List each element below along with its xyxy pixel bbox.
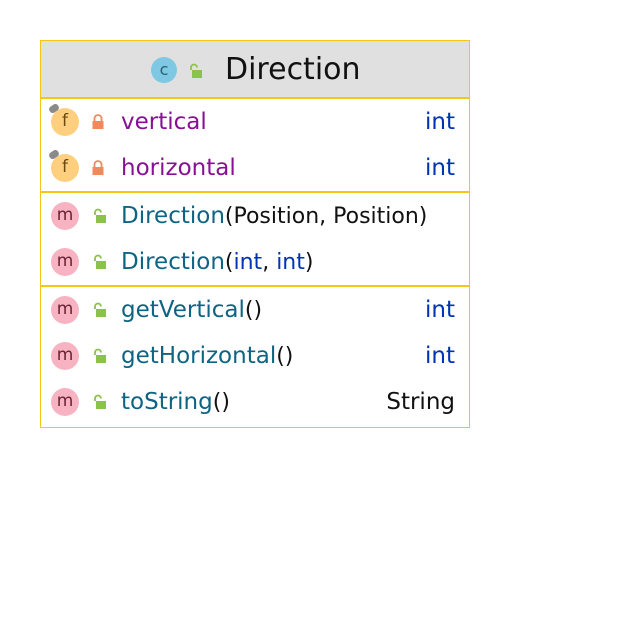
class-kind-icon: c bbox=[151, 57, 177, 83]
pin-icon bbox=[47, 102, 61, 115]
method-return-type: int bbox=[425, 343, 455, 369]
constructors-section: m Direction(Position, Position) m Direc bbox=[41, 193, 469, 287]
method-row[interactable]: m getHorizontal() int bbox=[41, 333, 469, 379]
constructor-name: Direction bbox=[121, 249, 225, 275]
method-icon: m bbox=[51, 248, 79, 276]
method-icon: m bbox=[51, 296, 79, 324]
uml-class-box: c Direction f vertical int bbox=[40, 40, 470, 428]
method-name: getHorizontal bbox=[121, 343, 277, 369]
method-params: () bbox=[276, 344, 294, 369]
public-lock-icon bbox=[91, 254, 107, 274]
public-lock-icon bbox=[187, 63, 203, 83]
class-name: Direction bbox=[225, 52, 361, 87]
method-row[interactable]: m getVertical() int bbox=[41, 287, 469, 333]
constructor-row[interactable]: m Direction(Position, Position) bbox=[41, 193, 469, 239]
field-badge-letter: f bbox=[62, 111, 68, 131]
method-signature: getHorizontal() bbox=[121, 340, 293, 373]
fields-section: f vertical int f horizonta bbox=[41, 99, 469, 193]
public-lock-icon bbox=[91, 348, 107, 368]
method-signature: toString() bbox=[121, 386, 230, 419]
field-name: vertical bbox=[121, 109, 207, 135]
constructor-name: Direction bbox=[121, 203, 225, 229]
constructor-params: (int, int) bbox=[225, 250, 314, 275]
methods-section: m getVertical() int m getHorizont bbox=[41, 287, 469, 427]
public-lock-icon bbox=[91, 208, 107, 228]
class-header[interactable]: c Direction bbox=[41, 41, 469, 99]
method-params: () bbox=[244, 298, 263, 323]
pin-icon bbox=[47, 148, 61, 161]
method-icon: m bbox=[51, 388, 79, 416]
field-type: int bbox=[425, 109, 455, 135]
public-lock-icon bbox=[91, 302, 107, 322]
method-name: getVertical bbox=[121, 297, 245, 323]
method-params: () bbox=[212, 390, 230, 415]
param-type: int bbox=[233, 250, 263, 275]
public-lock-icon bbox=[91, 394, 107, 414]
constructor-signature: Direction(Position, Position) bbox=[121, 200, 427, 233]
method-icon: m bbox=[51, 202, 79, 230]
params-separator: , bbox=[262, 250, 277, 275]
param-type: int bbox=[276, 250, 305, 275]
field-badge-letter: f bbox=[62, 157, 68, 177]
method-return-type: String bbox=[386, 389, 455, 415]
params-close: ) bbox=[304, 250, 314, 275]
private-lock-icon bbox=[91, 160, 105, 180]
method-name: toString bbox=[121, 389, 213, 415]
field-icon: f bbox=[47, 102, 79, 136]
constructor-signature: Direction(int, int) bbox=[121, 246, 313, 279]
method-return-type: int bbox=[425, 297, 455, 323]
field-row[interactable]: f vertical int bbox=[41, 99, 469, 145]
private-lock-icon bbox=[91, 114, 105, 134]
method-signature: getVertical() bbox=[121, 294, 262, 327]
field-row[interactable]: f horizontal int bbox=[41, 145, 469, 191]
field-type: int bbox=[425, 155, 455, 181]
constructor-params: (Position, Position) bbox=[224, 204, 428, 229]
constructor-row[interactable]: m Direction(int, int) bbox=[41, 239, 469, 285]
field-name: horizontal bbox=[121, 155, 236, 181]
params-open: ( bbox=[224, 250, 234, 275]
method-row[interactable]: m toString() String bbox=[41, 379, 469, 425]
field-icon: f bbox=[47, 148, 79, 182]
method-icon: m bbox=[51, 342, 79, 370]
